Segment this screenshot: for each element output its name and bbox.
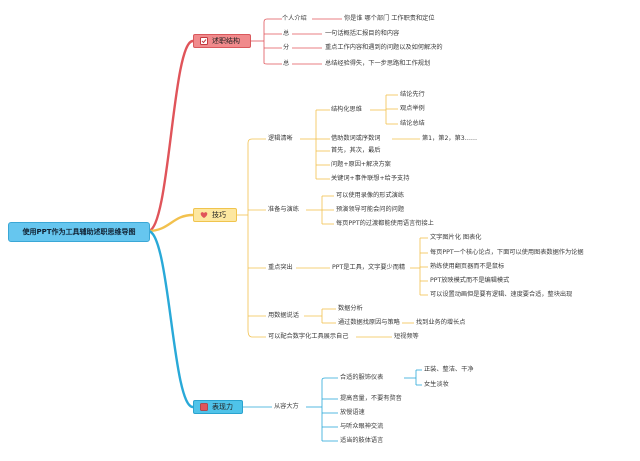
topic-leaf: 每页PPT一个核心论点，下面可以使用图表数据作为论据 (430, 249, 584, 256)
topic-leaf: 放慢语速 (340, 409, 365, 416)
topic-leaf: 适当的肢体语言 (340, 437, 384, 444)
topic-leaf: 与听众眼神交流 (340, 423, 384, 430)
topic-leaf: 预演领导可能会问的问题 (336, 206, 405, 213)
topic-self-intro: 个人介绍 (282, 15, 307, 22)
topic-note: 第1，第2，第3…… (422, 135, 478, 142)
branch-topic-skills: 技巧 (193, 208, 237, 222)
topic-structured-thinking: 结构化思维 (331, 106, 362, 113)
branch-topic-structure: 述职结构 (193, 34, 251, 48)
topic-leaf: 可以设置动画但是要有逻辑、速度要合适，整块出现 (430, 291, 573, 298)
topic-leaf: 关键词+事件联想+给予支持 (331, 175, 410, 182)
topic-focus: 重点突出 (268, 264, 293, 271)
branch-topic-expression: 表现力 (193, 400, 243, 414)
topic-logic: 逻辑清晰 (268, 135, 293, 142)
topic-leaf: 文字图片化 图表化 (430, 234, 482, 241)
topic-leaf: 可以使用录像的形式演练 (336, 192, 405, 199)
connector-root-b3 (147, 229, 194, 409)
topic-leaf: 熟练使用翻页器而不是鼠标 (430, 263, 505, 270)
branch-label: 述职结构 (212, 37, 240, 45)
topic-digital-tools: 可以配合数字化工具展示自己 (268, 333, 349, 340)
connectors-b2 (237, 94, 428, 338)
connector-root-b2 (147, 213, 194, 233)
topic-note: 短视频等 (394, 333, 419, 340)
topic-note: 总结经验得失，下一步思路和工作规划 (325, 60, 431, 67)
topic-leaf: 女生淡妆 (424, 381, 449, 388)
topic-leaf: 提高音量，不要有赘音 (340, 395, 402, 402)
topic-ppt-tool: PPT是工具，文字要少而精 (332, 264, 406, 271)
branch-label: 表现力 (212, 403, 233, 411)
connectors-b3 (243, 369, 422, 442)
topic-leaf: 每页PPT的过渡都能使用语言衔接上 (336, 220, 434, 227)
topic-data: 用数据说话 (268, 312, 299, 319)
topic-general-2: 总 (283, 60, 290, 67)
checkbox-icon (200, 37, 208, 45)
topic-note: 你是谁 哪个部门 工作职责和定位 (344, 15, 435, 22)
branch-label: 技巧 (212, 211, 226, 219)
topic-leaf: 结论先行 (400, 91, 425, 98)
topic-leaf: 通过数据找原因与策略 (338, 319, 400, 326)
topic-note: 找到业务的增长点 (416, 319, 466, 326)
topic-leaf: 问题+原因+解决方案 (331, 161, 391, 168)
topic-leaf: 结论总结 (400, 120, 425, 127)
heart-icon (200, 212, 208, 218)
topic-leaf: 借助数词或序数词 (331, 135, 381, 142)
topic-note: 一句话概括汇报目的和内容 (325, 30, 400, 37)
connector-root-b1 (147, 39, 194, 233)
topic-note: 重点工作内容和遇到的问题以及如何解决的 (325, 44, 443, 51)
topic-leaf: 数据分析 (338, 305, 363, 312)
topic-preparation: 准备与演练 (268, 206, 299, 213)
topic-leaf: 观点举例 (400, 105, 425, 112)
topic-leaf: PPT放映模式而不是编辑模式 (430, 277, 510, 284)
topic-leaf: 首先，其次，最后 (331, 147, 381, 154)
topic-leaf: 正装、整洁、干净 (424, 366, 474, 373)
square-icon (200, 403, 208, 411)
connectors-b1 (251, 18, 342, 65)
topic-general-1: 总 (283, 30, 290, 37)
root-topic: 使用PPT作为工具辅助述职思维导图 (8, 222, 150, 242)
topic-detail: 分 (283, 44, 290, 51)
topic-attire: 合适的服饰仪表 (340, 374, 384, 381)
topic-composure: 从容大方 (274, 403, 299, 410)
